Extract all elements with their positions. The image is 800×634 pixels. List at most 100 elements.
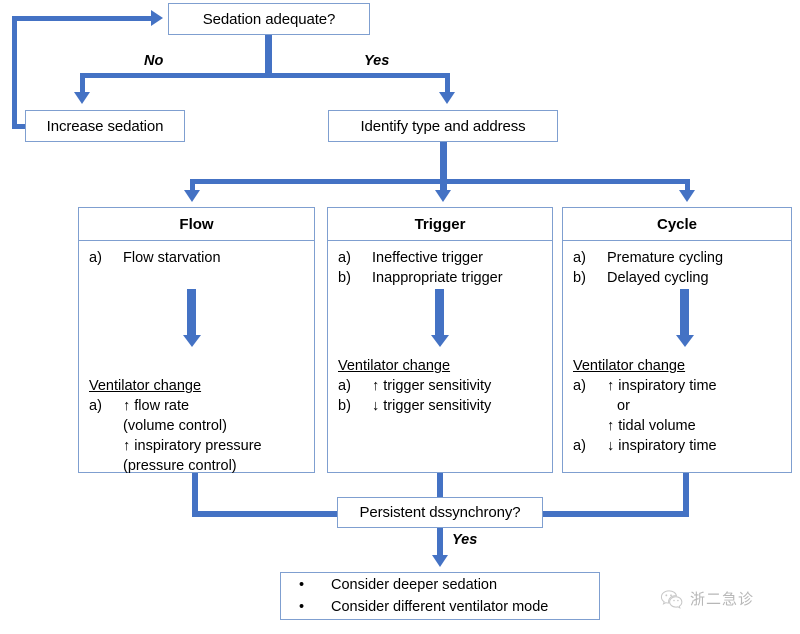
node-identify-type-label: Identify type and address [360, 117, 526, 135]
column-cycle-change-block: Ventilator change a) ↑ inspiratory time … [563, 356, 791, 456]
connector-no-drop [80, 73, 85, 93]
list-marker [89, 436, 123, 456]
arrow-persistent-to-final [432, 555, 448, 567]
connector-drop-flow [190, 179, 195, 191]
list-marker: b) [338, 270, 351, 286]
list-text: Consider different ventilator mode [331, 599, 549, 615]
wechat-icon [660, 589, 684, 609]
list-marker [89, 416, 123, 436]
list-item: • Consider deeper sedation [299, 574, 599, 596]
list-item: a) ↓ inspiratory time [563, 436, 791, 456]
flow-inner-down-arrow [187, 289, 196, 336]
edge-label-no: No [144, 53, 164, 69]
list-item: or [563, 396, 791, 416]
column-cycle-header: Cycle [563, 208, 791, 241]
list-item: ↑ inspiratory pressure [79, 436, 314, 456]
node-persistent-dssynchrony[interactable]: Persistent dssynchrony? [337, 497, 543, 528]
list-text: ↑ inspiratory pressure [123, 438, 262, 454]
list-item: • Consider different ventilator mode [299, 596, 599, 618]
list-marker: a) [89, 398, 102, 414]
list-marker [89, 456, 123, 476]
column-flow[interactable]: Flow a) Flow starvation Ventilator chang… [78, 207, 315, 476]
node-final-recommendations[interactable]: • Consider deeper sedation • Consider di… [280, 572, 600, 620]
list-text: (pressure control) [123, 458, 237, 474]
arrow-to-cycle-column [679, 190, 695, 202]
list-marker: a) [338, 250, 351, 266]
list-text: ↓ inspiratory time [607, 438, 717, 454]
list-item: a) Flow starvation [79, 248, 314, 268]
column-trigger-header: Trigger [328, 208, 552, 241]
connector-decision-bus [80, 73, 450, 78]
connector-drop-cycle [685, 179, 690, 191]
list-text: (volume control) [123, 418, 227, 434]
watermark-text: 浙二急诊 [690, 590, 755, 608]
list-text: Premature cycling [607, 250, 724, 266]
edge-label-yes: Yes [364, 53, 390, 69]
node-sedation-question[interactable]: Sedation adequate? [168, 3, 370, 35]
list-text: ↑ trigger sensitivity [372, 378, 492, 394]
connector-identify-stem [440, 142, 447, 181]
list-item: a) Ineffective trigger [328, 248, 552, 268]
list-marker: a) [89, 250, 102, 266]
column-cycle[interactable]: Cycle a) Premature cycling b) Delayed cy… [562, 207, 792, 473]
list-marker: a) [573, 378, 586, 394]
connector-persistent-yes-stem [437, 528, 443, 556]
column-trigger-body: a) Ineffective trigger b) Inappropriate … [328, 241, 552, 472]
arrow-to-flow-column [184, 190, 200, 202]
list-text: ↑ flow rate [123, 398, 190, 414]
edge-label-yes-bottom: Yes [452, 532, 478, 548]
list-marker: a) [573, 250, 586, 266]
list-item: a) ↑ inspiratory time [563, 376, 791, 396]
column-flow-body: a) Flow starvation Ventilator change a) … [79, 241, 314, 476]
column-flow-change-block: Ventilator change a) ↑ flow rate (volume… [79, 376, 314, 476]
list-marker: a) [338, 378, 351, 394]
list-text: or [617, 398, 630, 414]
list-marker: b) [573, 270, 586, 286]
connector-feedback-horizontal-top [12, 16, 152, 21]
list-item: a) ↑ flow rate [79, 396, 314, 416]
list-item: (pressure control) [79, 456, 314, 476]
connector-cycle-to-persistent-vertical [683, 473, 689, 516]
arrow-no-to-increase-sedation [74, 92, 90, 104]
list-text: ↑ tidal volume [607, 418, 696, 434]
arrow-yes-to-identify [439, 92, 455, 104]
column-trigger[interactable]: Trigger a) Ineffective trigger b) Inappr… [327, 207, 553, 473]
connector-flow-to-persistent-horizontal [192, 511, 337, 517]
ventilator-change-title: Ventilator change [338, 358, 451, 374]
trigger-inner-down-arrow [435, 289, 444, 336]
list-item: (volume control) [79, 416, 314, 436]
ventilator-change-title: Ventilator change [573, 358, 686, 374]
cycle-inner-down-arrow [680, 289, 689, 336]
column-flow-header: Flow [79, 208, 314, 241]
list-text: Flow starvation [123, 250, 221, 266]
connector-cycle-to-persistent-horizontal [543, 511, 689, 517]
connector-trigger-to-persistent [437, 473, 443, 499]
list-item: b) Inappropriate trigger [328, 268, 552, 288]
ventilator-change-title: Ventilator change [89, 378, 202, 394]
node-increase-sedation[interactable]: Increase sedation [25, 110, 185, 142]
bullet-icon: • [299, 577, 305, 593]
node-persistent-dssynchrony-label: Persistent dssynchrony? [359, 504, 521, 521]
list-marker: b) [338, 398, 351, 414]
list-text: ↑ inspiratory time [607, 378, 717, 394]
list-text: Inappropriate trigger [372, 270, 503, 286]
list-item: a) Premature cycling [563, 248, 791, 268]
connector-yes-drop [445, 73, 450, 93]
watermark: 浙二急诊 [660, 588, 754, 609]
node-sedation-question-label: Sedation adequate? [202, 10, 336, 28]
node-identify-type[interactable]: Identify type and address [328, 110, 558, 142]
list-text: Delayed cycling [607, 270, 709, 286]
connector-flow-to-persistent-vertical [192, 473, 198, 516]
connector-drop-trigger [440, 179, 447, 191]
column-trigger-change-block: Ventilator change a) ↑ trigger sensitivi… [328, 356, 552, 416]
column-cycle-body: a) Premature cycling b) Delayed cycling … [563, 241, 791, 472]
arrow-to-trigger-column [435, 190, 451, 202]
list-text: Ineffective trigger [372, 250, 483, 266]
arrow-feedback-to-sedation-question [151, 10, 163, 26]
connector-sedation-stem [265, 35, 272, 76]
list-text: ↓ trigger sensitivity [372, 398, 492, 414]
list-text: Consider deeper sedation [331, 577, 498, 593]
list-marker: a) [573, 438, 586, 454]
list-item: ↑ tidal volume [563, 416, 791, 436]
